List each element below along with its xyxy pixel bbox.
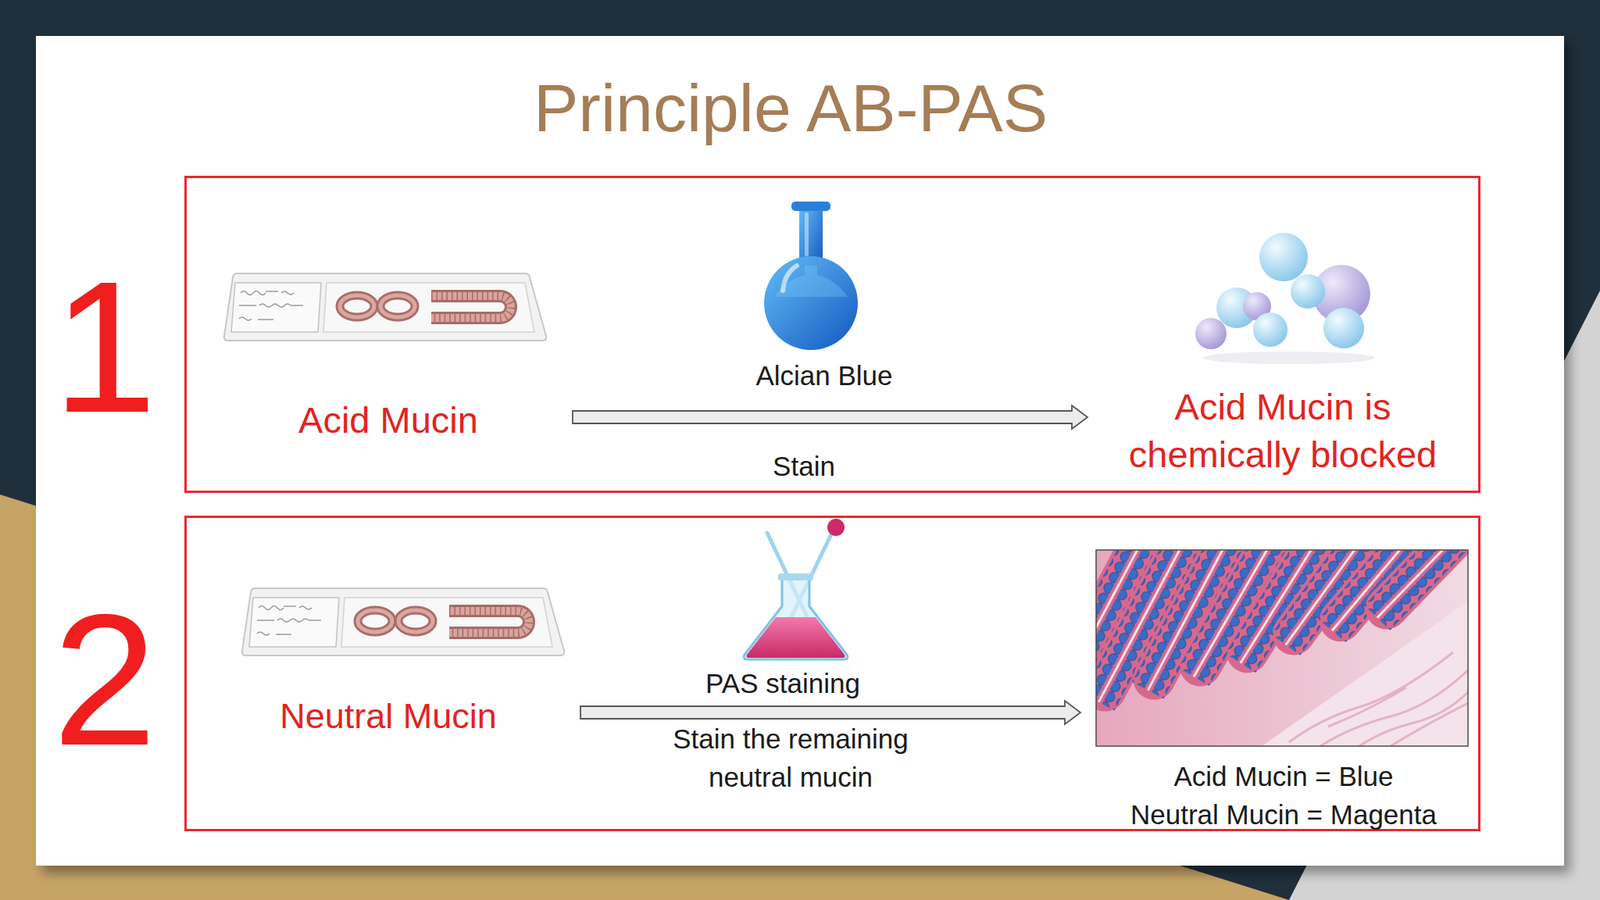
micrograph: [1096, 550, 1468, 747]
step-number: 2: [18, 582, 191, 778]
microscope-slide: [242, 588, 565, 656]
microscope-slide: [224, 273, 547, 341]
legend-caption: Neutral Mucin = Magenta: [1088, 798, 1479, 832]
erlenmeyer-flask: [743, 518, 848, 660]
molecule: [1203, 351, 1375, 365]
result-node: Acid Mucin is chemically blocked: [1095, 221, 1471, 483]
erlenmeyer-flask: [743, 578, 848, 660]
step-panel: 1Acid MucinAcid Mucin is chemically bloc…: [184, 175, 1481, 493]
block-arrow: [580, 700, 1081, 725]
round-flask: [782, 265, 797, 291]
molecule: [1253, 312, 1288, 347]
micrograph: [1028, 439, 1550, 747]
molecule: [1195, 232, 1375, 365]
micrograph: [1289, 652, 1468, 747]
micrograph: [1261, 601, 1468, 747]
step-note: Stain the remaining neutral mucin: [646, 719, 936, 797]
microscope-slide: [242, 588, 565, 656]
arrow-label: Alcian Blue: [699, 359, 950, 393]
arrow-label: PAS staining: [657, 667, 908, 700]
molecule: [1259, 232, 1308, 282]
round-flask: [791, 201, 831, 211]
molecule: [1195, 317, 1227, 350]
erlenmeyer-flask: [827, 518, 845, 536]
slide-title: Principle AB-PAS: [321, 68, 1260, 147]
erlenmeyer-flask: [778, 573, 814, 581]
step-number: 1: [18, 249, 191, 445]
block-arrow: [572, 405, 1088, 429]
round-flask: [764, 256, 858, 350]
round-flask: [804, 212, 809, 257]
micrograph-node: Acid Mucin = BlueNeutral Mucin = Magenta: [1088, 547, 1479, 831]
round-flask: [764, 201, 858, 350]
background: [35, 35, 1565, 866]
node-label: Acid Mucin is chemically blocked: [1095, 382, 1471, 479]
step-note: Stain: [710, 450, 898, 483]
node-label: Neutral Mucin: [216, 695, 561, 738]
molecule: [1290, 274, 1325, 309]
node-label: Acid Mucin: [216, 398, 561, 443]
erlenmeyer-flask: [746, 617, 845, 658]
micrograph: [1096, 550, 1468, 747]
round-flask: [774, 265, 848, 297]
microscope-slide: [224, 273, 547, 341]
molecule: [1323, 307, 1365, 349]
legend-caption: Acid Mucin = Blue: [1088, 760, 1479, 793]
slide-node: Neutral Mucin: [228, 580, 573, 745]
slide-node: Acid Mucin: [221, 267, 565, 448]
